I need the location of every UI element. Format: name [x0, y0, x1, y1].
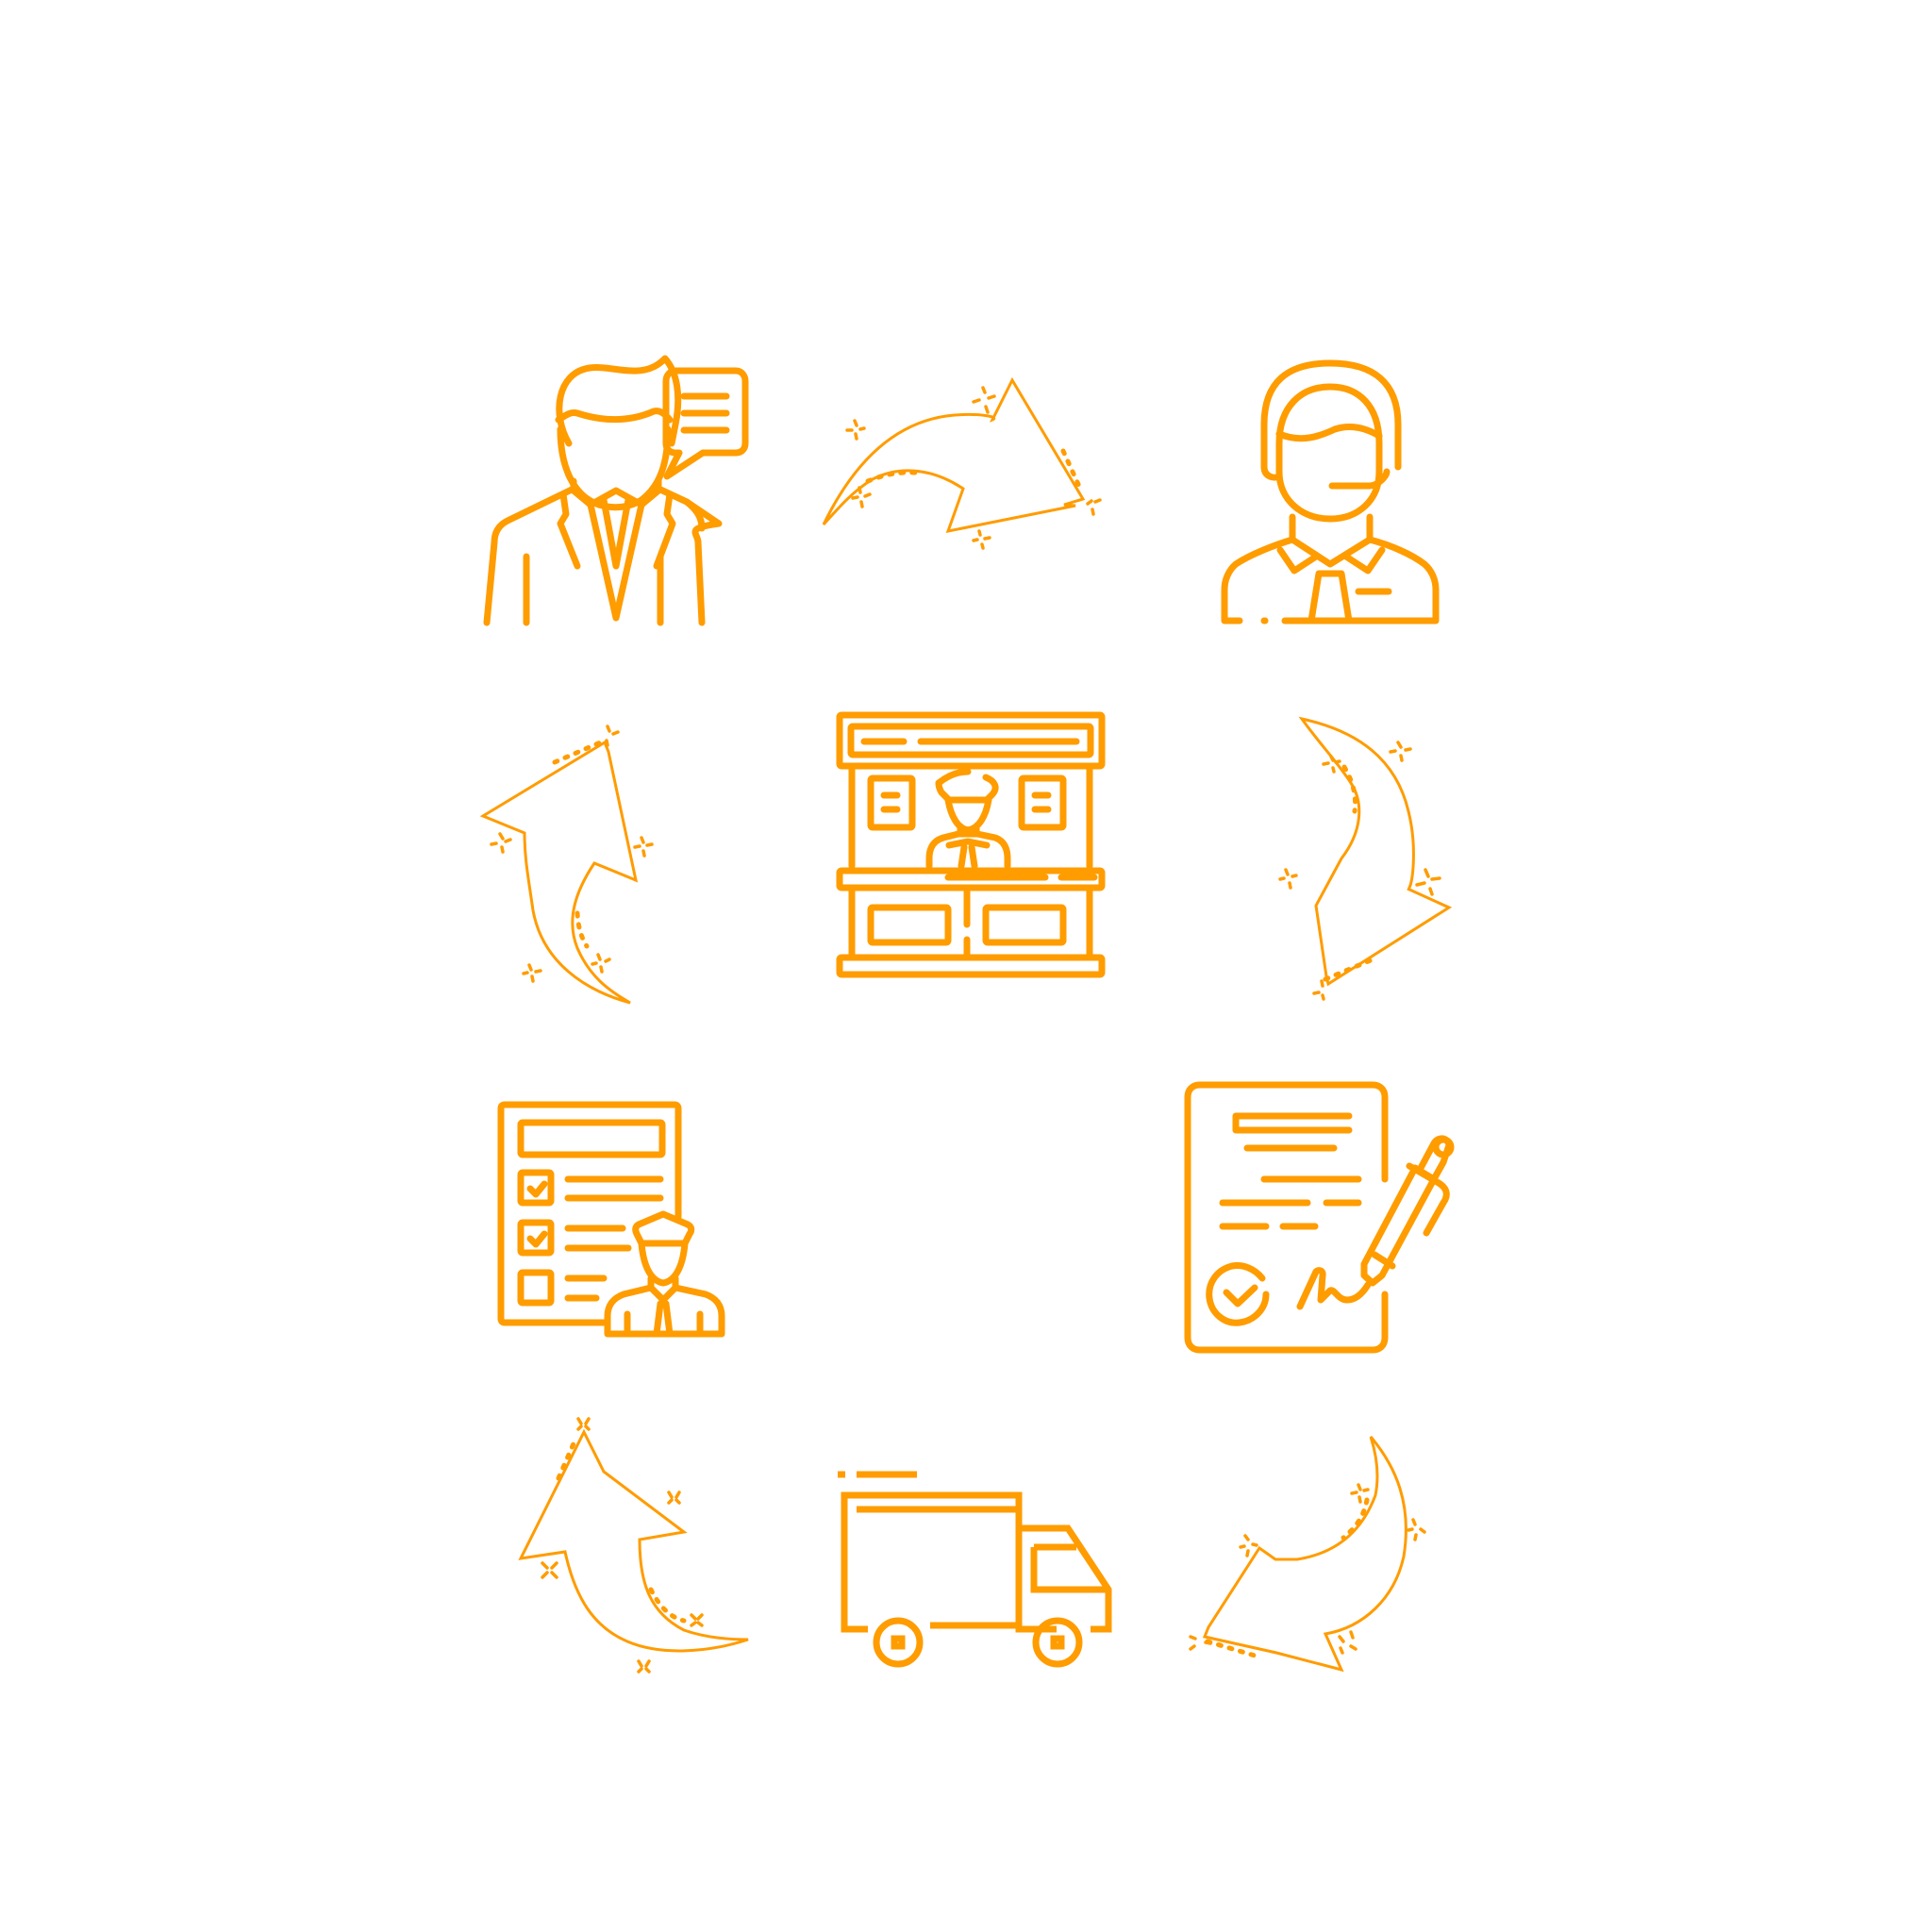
headset-operator-icon: [1221, 359, 1440, 625]
curved-arrow-up-icon: [479, 724, 654, 1005]
businessman-speech-bubble-icon: [483, 355, 749, 626]
curved-arrow-up-left-icon: [518, 1417, 749, 1674]
curved-arrow-down-left-icon: [1189, 1436, 1426, 1673]
signed-document-pen-icon: [1184, 1081, 1455, 1354]
curved-arrow-down-icon: [1278, 716, 1453, 1001]
checklist-officer-icon: [497, 1101, 725, 1338]
reception-booth-icon: [836, 711, 1106, 978]
delivery-truck-icon: [838, 1471, 1112, 1668]
curved-arrow-right-icon: [822, 376, 1102, 550]
